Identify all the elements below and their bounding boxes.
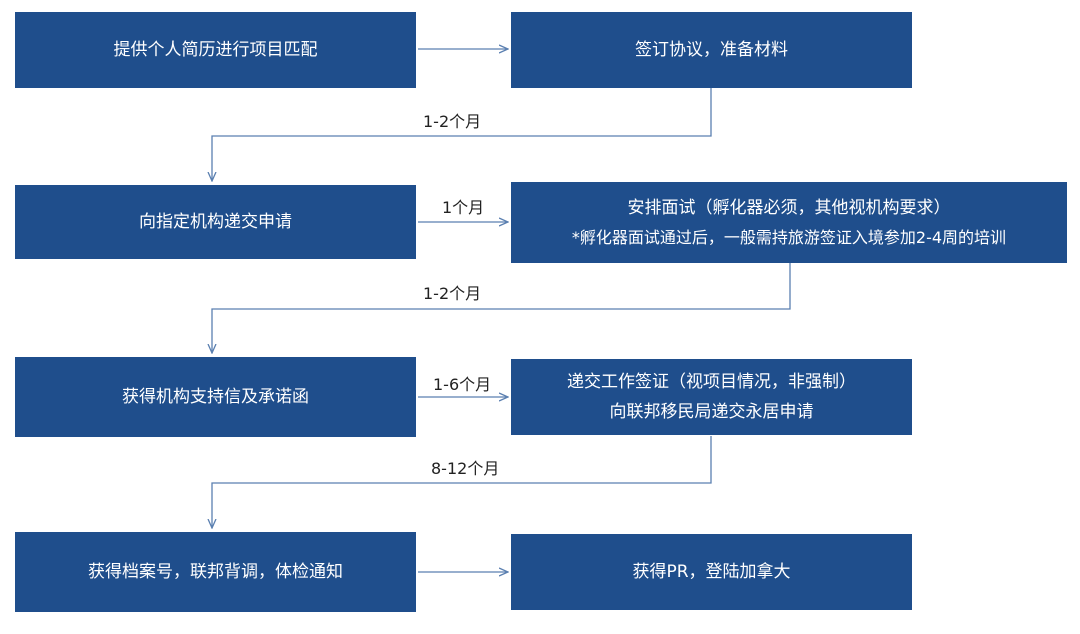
- step-submit-resume: 提供个人简历进行项目匹配: [15, 12, 416, 88]
- step-work-visa-line1: 递交工作签证（视项目情况，非强制）: [567, 372, 856, 392]
- step-work-visa-line2: 向联邦移民局递交永居申请: [609, 402, 814, 422]
- duration-label-4: 1-6个月: [433, 375, 492, 394]
- step-file-number: 获得档案号，联邦背调，体检通知: [15, 532, 416, 612]
- step-interview-line2: *孵化器面试通过后，一般需持旅游签证入境参加2-4周的培训: [571, 227, 1007, 247]
- step-get-pr: 获得PR，登陆加拿大: [511, 534, 912, 610]
- duration-label-1: 1-2个月: [423, 112, 482, 131]
- step-interview-line1: 安排面试（孵化器必须，其他视机构要求）: [627, 197, 951, 218]
- arrow-s6-s7: [212, 436, 712, 528]
- step-get-pr-label: 获得PR，登陆加拿大: [632, 562, 791, 582]
- step-support-letter: 获得机构支持信及承诺函: [15, 357, 416, 437]
- step-work-visa: 递交工作签证（视项目情况，非强制） 向联邦移民局递交永居申请: [511, 359, 912, 435]
- step-interview: 安排面试（孵化器必须，其他视机构要求） *孵化器面试通过后，一般需持旅游签证入境…: [511, 182, 1067, 263]
- step-submit-resume-label: 提供个人简历进行项目匹配: [113, 40, 318, 60]
- step-support-letter-label: 获得机构支持信及承诺函: [122, 387, 309, 407]
- arrow-s2-s3: [212, 88, 712, 181]
- duration-label-2: 1个月: [442, 198, 485, 217]
- step-submit-application-label: 向指定机构递交申请: [139, 212, 292, 232]
- step-sign-agreement-label: 签订协议，准备材料: [635, 40, 788, 60]
- step-sign-agreement: 签订协议，准备材料: [511, 12, 912, 88]
- arrow-s4-s5: [212, 263, 791, 353]
- duration-label-3: 1-2个月: [423, 284, 482, 303]
- duration-label-5: 8-12个月: [431, 459, 500, 478]
- step-file-number-label: 获得档案号，联邦背调，体检通知: [88, 562, 343, 582]
- step-submit-application: 向指定机构递交申请: [15, 185, 416, 259]
